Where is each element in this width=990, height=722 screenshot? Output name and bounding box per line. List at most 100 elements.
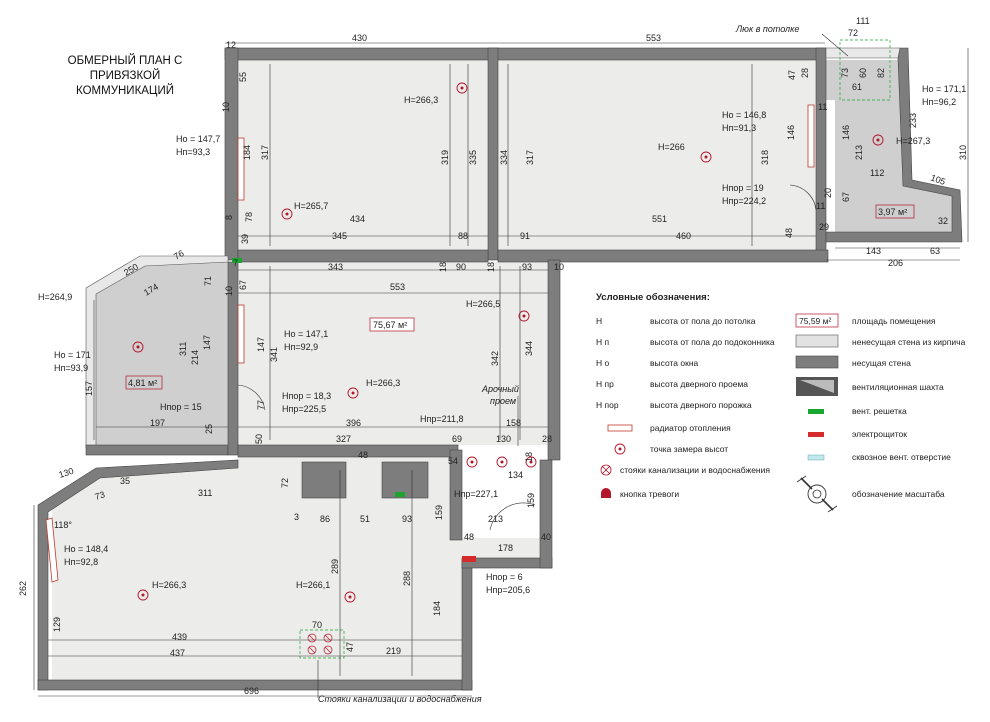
height-point-11 bbox=[496, 456, 508, 468]
dim-233: 233 bbox=[908, 113, 918, 128]
dim-396: 396 bbox=[346, 418, 361, 428]
legend-text-16: сквозное вент. отверстие bbox=[852, 452, 951, 462]
legend-text-1: высота от пола до потолка bbox=[650, 316, 756, 326]
dim-146a: 146 bbox=[786, 125, 796, 140]
dim-91: 91 bbox=[520, 231, 530, 241]
height-point-3 bbox=[700, 151, 712, 163]
electric-panel bbox=[462, 556, 476, 562]
dim-262: 262 bbox=[18, 581, 28, 596]
dim-130b: 130 bbox=[58, 466, 75, 480]
window-6-height: Но = 148,4 bbox=[64, 544, 108, 554]
door-6-threshold: Нпор = 6 bbox=[486, 572, 523, 582]
dim-460: 460 bbox=[676, 231, 691, 241]
doors bbox=[237, 184, 817, 531]
height-point-12 bbox=[525, 456, 537, 468]
dimension-labels: 12 430 553 111 72 55 10 184 317 319 335 … bbox=[18, 16, 968, 696]
legend-text-8: стояки канализации и водоснабжения bbox=[620, 465, 770, 475]
dim-61: 61 bbox=[852, 82, 862, 92]
dim-48a: 48 bbox=[784, 228, 794, 238]
height-point-5 bbox=[132, 341, 144, 353]
dim-147b: 147 bbox=[256, 337, 266, 352]
window-4-sill: Нп=93,9 bbox=[54, 363, 88, 373]
legend-bearing-wall-icon bbox=[795, 355, 839, 369]
dim-143: 143 bbox=[866, 246, 881, 256]
ceiling-hatch-label: Люк в потолке bbox=[735, 24, 799, 34]
dim-214: 214 bbox=[190, 350, 200, 365]
ventilation-shaft-1 bbox=[301, 461, 347, 499]
dim-70: 70 bbox=[312, 620, 322, 630]
annotations: Люк в потолке Арочный проем 118° Стояки … bbox=[54, 24, 849, 704]
dim-48b: 48 bbox=[358, 450, 368, 460]
window-2-sill: Нп=91,3 bbox=[722, 123, 756, 133]
dim-top-72: 72 bbox=[848, 28, 858, 38]
dim-10b: 10 bbox=[554, 262, 564, 272]
legend-sym-2: Н п bbox=[596, 337, 610, 347]
dim-51: 51 bbox=[360, 514, 370, 524]
legend-text-2: высота от пола до подоконника bbox=[650, 337, 775, 347]
wall-bedroom2-bottom bbox=[497, 249, 829, 263]
wall-left-upper bbox=[224, 47, 239, 261]
window-labels: Но = 147,7 Нп=93,3 Но = 146,8 Нп=91,3 Но… bbox=[54, 84, 966, 567]
wall-living-right bbox=[547, 259, 561, 461]
dim-206: 206 bbox=[888, 258, 903, 268]
dim-11b: 11 bbox=[816, 201, 825, 211]
door-labels: Нпор = 19 Нпр=224,2 Нпор = 15 Нпор = 18,… bbox=[160, 183, 766, 595]
dim-32: 32 bbox=[938, 216, 948, 226]
dim-112: 112 bbox=[870, 168, 884, 178]
wall-top bbox=[224, 47, 826, 61]
window-2-height: Но = 146,8 bbox=[722, 110, 766, 120]
legend-radiator-icon bbox=[607, 424, 633, 432]
dimension-lines bbox=[33, 42, 969, 697]
window-1-sill: Нп=93,3 bbox=[176, 147, 210, 157]
dim-top-553: 553 bbox=[646, 33, 661, 43]
dim-158: 158 bbox=[506, 418, 521, 428]
dim-86: 86 bbox=[320, 514, 330, 524]
dim-434: 434 bbox=[350, 214, 365, 224]
legend-text-7: точка замера высот bbox=[650, 444, 728, 454]
height-point-9 bbox=[344, 591, 356, 603]
legend-text-4: высота дверного проема bbox=[650, 379, 748, 389]
dim-343: 343 bbox=[328, 262, 343, 272]
legend-text-14: вент. решетка bbox=[852, 406, 907, 416]
height-label-8: Н=266,3 bbox=[152, 580, 186, 590]
dim-71: 71 bbox=[203, 276, 213, 286]
dim-553b: 553 bbox=[390, 282, 405, 292]
dim-7: 7 bbox=[233, 258, 238, 268]
wall-living-bottom bbox=[237, 444, 459, 458]
dim-311a: 311 bbox=[178, 342, 188, 356]
legend-text-6: радиатор отопления bbox=[650, 423, 731, 433]
wall-kitchen-right bbox=[461, 559, 473, 691]
door-1-threshold: Нпор = 19 bbox=[722, 183, 764, 193]
dim-67b: 67 bbox=[238, 280, 248, 290]
legend-point-icon bbox=[614, 443, 626, 455]
dim-213a: 213 bbox=[854, 145, 864, 160]
area-labels: 75,67 м² 4,81 м² 3,97 м² bbox=[125, 204, 915, 390]
wall-balcony-left-bottom bbox=[85, 444, 229, 456]
door-1-opening: Нпр=224,2 bbox=[722, 196, 766, 206]
dim-147a: 147 bbox=[202, 335, 212, 350]
door-3-threshold: Нпор = 18,3 bbox=[282, 391, 331, 401]
dim-90: 90 bbox=[456, 262, 466, 272]
stack-symbol-4 bbox=[323, 645, 333, 655]
dim-317b: 317 bbox=[525, 150, 535, 165]
height-point-7 bbox=[347, 387, 359, 399]
legend-sym-1: Н bbox=[596, 316, 602, 326]
window-5-sill: Нп=92,9 bbox=[284, 342, 318, 352]
legend-sym-5: Н пор bbox=[596, 400, 619, 410]
dim-54: 54 bbox=[448, 456, 458, 466]
plan-title-line-2: ПРИВЯЗКОЙ bbox=[89, 70, 161, 82]
dim-55: 55 bbox=[238, 72, 248, 82]
height-label-6: Н=266,5 bbox=[466, 299, 500, 309]
door-arc-hall bbox=[489, 502, 536, 531]
dim-47b: 47 bbox=[345, 642, 355, 652]
dim-47: 47 bbox=[787, 70, 797, 80]
dim-310: 310 bbox=[958, 145, 968, 160]
legend-sym-4: Н пр bbox=[596, 379, 614, 389]
stacks-label: Стояки канализации и водоснабжения bbox=[318, 694, 482, 704]
legend-text-17: обозначение масштаба bbox=[852, 489, 945, 499]
dim-8: 8 bbox=[224, 215, 234, 220]
dim-327: 327 bbox=[336, 434, 351, 444]
dim-11a: 11 bbox=[818, 102, 827, 112]
dim-341: 341 bbox=[269, 347, 279, 362]
dim-334: 334 bbox=[499, 150, 509, 165]
